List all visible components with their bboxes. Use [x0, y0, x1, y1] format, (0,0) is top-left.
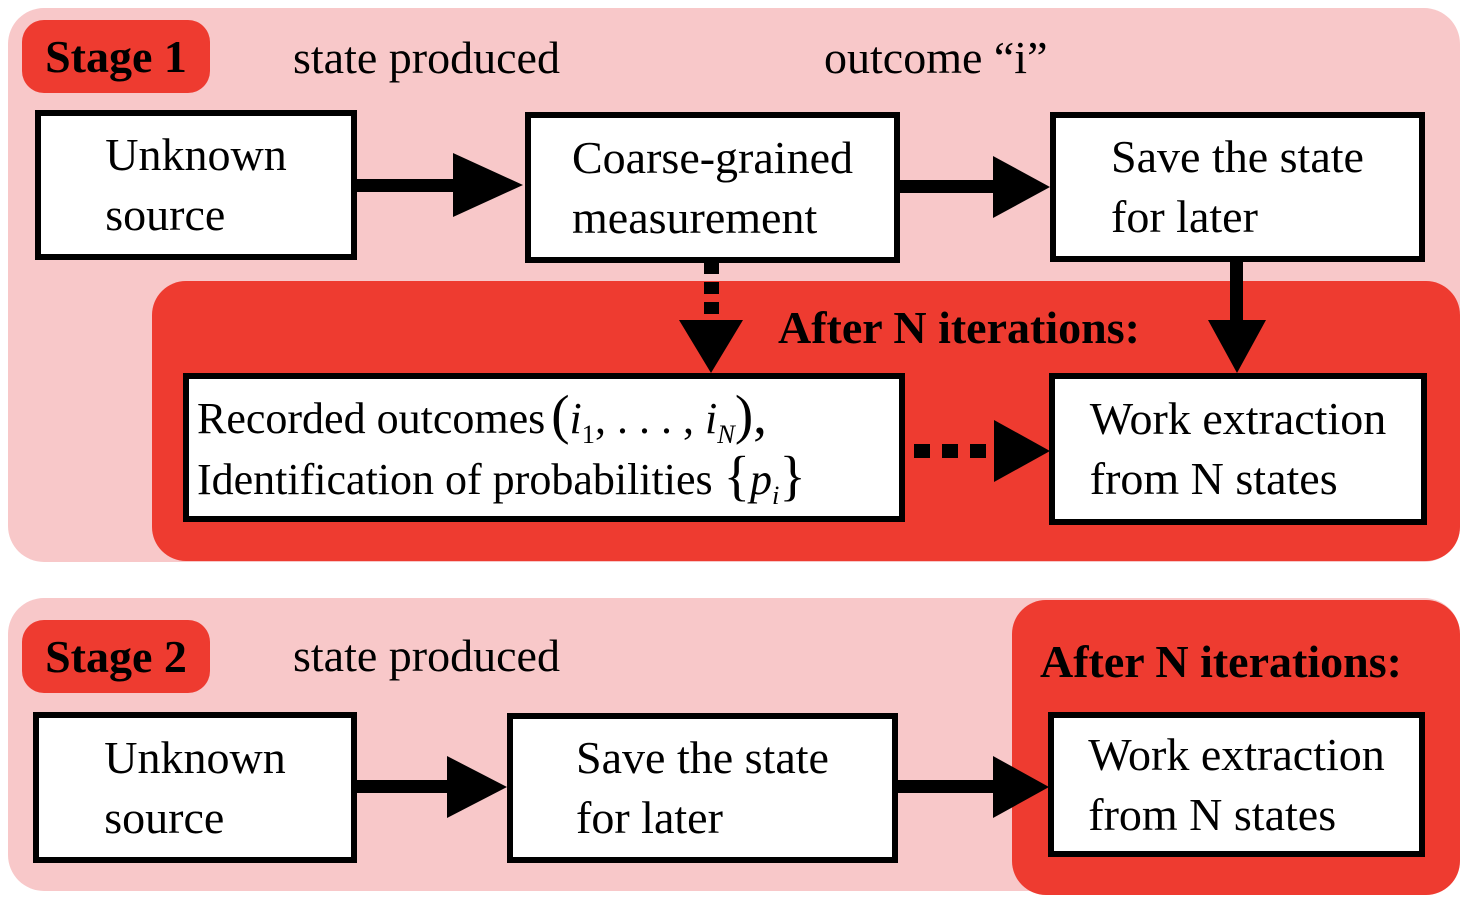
save-state-line1: Save the state: [1111, 131, 1364, 182]
stage1-badge: Stage 1: [22, 20, 210, 93]
unknown-source-line2: source: [105, 189, 226, 240]
stage2-box-save-state: Save the state for later: [507, 713, 898, 863]
unknown-source-line1: Unknown: [104, 731, 286, 783]
math-dots: , . . . ,: [594, 393, 705, 443]
stage2-label-state-produced: state produced: [293, 630, 560, 681]
arrow-save-to-work2-head: [993, 756, 1049, 818]
dotted-arrow-recorded-to-work-dot: [970, 444, 986, 458]
stage1-box-recorded-outcomes: Recorded outcomes(i1, . . . , iN), Ident…: [183, 373, 905, 522]
recorded-outcomes-line2: Identification of probabilities {pi}: [197, 448, 806, 509]
recorded-prefix: Recorded outcomes: [197, 393, 546, 443]
arrow-coarse-to-save-shaft: [898, 180, 993, 193]
save-state-line2: for later: [1111, 191, 1258, 242]
arrow-unknown-to-coarse-shaft: [357, 179, 453, 192]
stage2-panel: Stage 2 state produced After N iteration…: [8, 598, 1460, 895]
stage1-panel: Stage 1 state produced outcome “i” After…: [8, 8, 1460, 562]
stage1-box-work-extraction: Work extraction from N states: [1049, 373, 1427, 525]
unknown-source-line2: source: [104, 791, 225, 843]
recorded-outcomes-line1: Recorded outcomes(i1, . . . , iN),: [197, 387, 806, 448]
math-sub-i: i: [772, 479, 780, 510]
work-extraction-line1: Work extraction: [1088, 728, 1385, 780]
dotted-arrow-recorded-to-work-head: [994, 420, 1050, 482]
work-extraction-line2: from N states: [1088, 788, 1337, 840]
arrow-unknown-to-save-head: [447, 756, 507, 818]
stage2-after-iterations-label: After N iterations:: [1040, 636, 1402, 687]
dotted-arrow-coarse-to-recorded-dot: [704, 302, 719, 314]
arrow-save-to-work2-shaft: [898, 780, 993, 793]
dotted-arrow-recorded-to-work-dot: [914, 444, 930, 458]
stage2-badge: Stage 2: [22, 620, 210, 693]
arrow-coarse-to-save-head: [993, 156, 1050, 218]
stage1-label-state-produced: state produced: [293, 32, 560, 83]
stage1-label-outcome-i: outcome “i”: [824, 32, 1048, 83]
work-extraction-line1: Work extraction: [1089, 393, 1387, 444]
math-paren-close: ),: [734, 383, 767, 445]
coarse-grained-line2: measurement: [572, 191, 818, 243]
math-paren-open: (: [551, 383, 570, 445]
stage2-box-work-extraction: Work extraction from N states: [1048, 712, 1425, 857]
dotted-arrow-coarse-to-recorded-dot: [704, 282, 719, 294]
stage1-box-save-state: Save the state for later: [1050, 112, 1425, 262]
dotted-arrow-coarse-to-recorded-head: [679, 320, 743, 373]
math-sub-N: N: [717, 418, 735, 449]
stage1-box-unknown-source: Unknown source: [35, 110, 357, 260]
save-state-line2: for later: [576, 792, 723, 843]
arrow-save-to-work-shaft: [1230, 261, 1243, 322]
unknown-source-line1: Unknown: [105, 129, 287, 180]
arrow-unknown-to-coarse-head: [453, 153, 523, 217]
stage1-after-iterations-label: After N iterations:: [778, 302, 1140, 353]
math-brace-close: }: [779, 444, 806, 506]
math-var-iN: i: [704, 393, 718, 443]
math-var-p: p: [750, 454, 773, 504]
math-brace-open: {: [723, 444, 751, 506]
dotted-arrow-coarse-to-recorded-dot: [704, 262, 719, 274]
coarse-grained-line1: Coarse-grained: [572, 131, 853, 183]
math-var-i1: i: [569, 393, 582, 443]
stage1-box-coarse-grained-measurement: Coarse-grained measurement: [525, 112, 900, 263]
save-state-line1: Save the state: [576, 732, 829, 783]
arrow-save-to-work-head: [1208, 320, 1266, 373]
math-sub-1: 1: [581, 418, 595, 449]
work-extraction-line2: from N states: [1089, 453, 1338, 504]
arrow-unknown-to-save-shaft: [357, 780, 447, 793]
dotted-arrow-recorded-to-work-dot: [942, 444, 958, 458]
stage1-badge-label: Stage 1: [45, 31, 187, 82]
identification-prefix: Identification of probabilities: [197, 454, 724, 504]
stage2-box-unknown-source: Unknown source: [33, 712, 357, 863]
stage2-badge-label: Stage 2: [45, 631, 187, 682]
